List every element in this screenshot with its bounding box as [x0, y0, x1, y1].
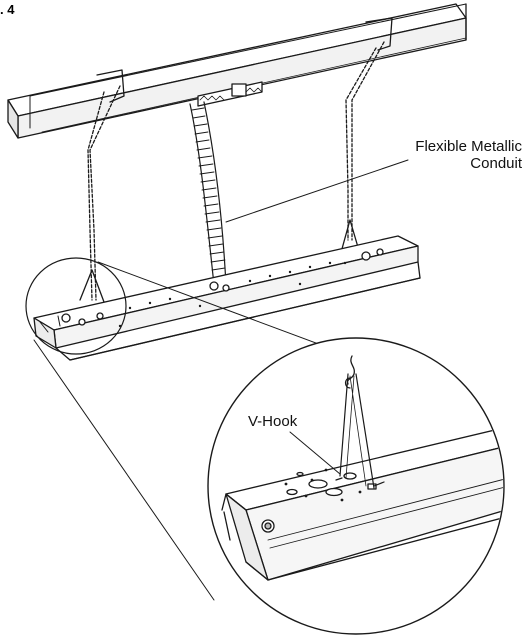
- detail-enlarged-view: [221, 355, 503, 581]
- conduit-label-line2: Conduit: [470, 155, 522, 172]
- detail-callout-circle-small: [25, 257, 127, 355]
- ceiling-strut: [7, 3, 467, 139]
- step-number: . 4: [0, 2, 15, 17]
- conduit-label: Flexible Metallic Conduit: [404, 138, 522, 172]
- junction-box: [197, 81, 263, 107]
- light-fixture: [33, 235, 421, 361]
- flexible-conduit: [189, 101, 227, 286]
- conduit-label-line1: Flexible Metallic: [415, 138, 522, 155]
- left-suspension-cable: [79, 69, 125, 303]
- vhook-label: V-Hook: [248, 413, 298, 430]
- vhook-leader-line: [289, 431, 341, 475]
- conduit-leader-line: [225, 159, 409, 223]
